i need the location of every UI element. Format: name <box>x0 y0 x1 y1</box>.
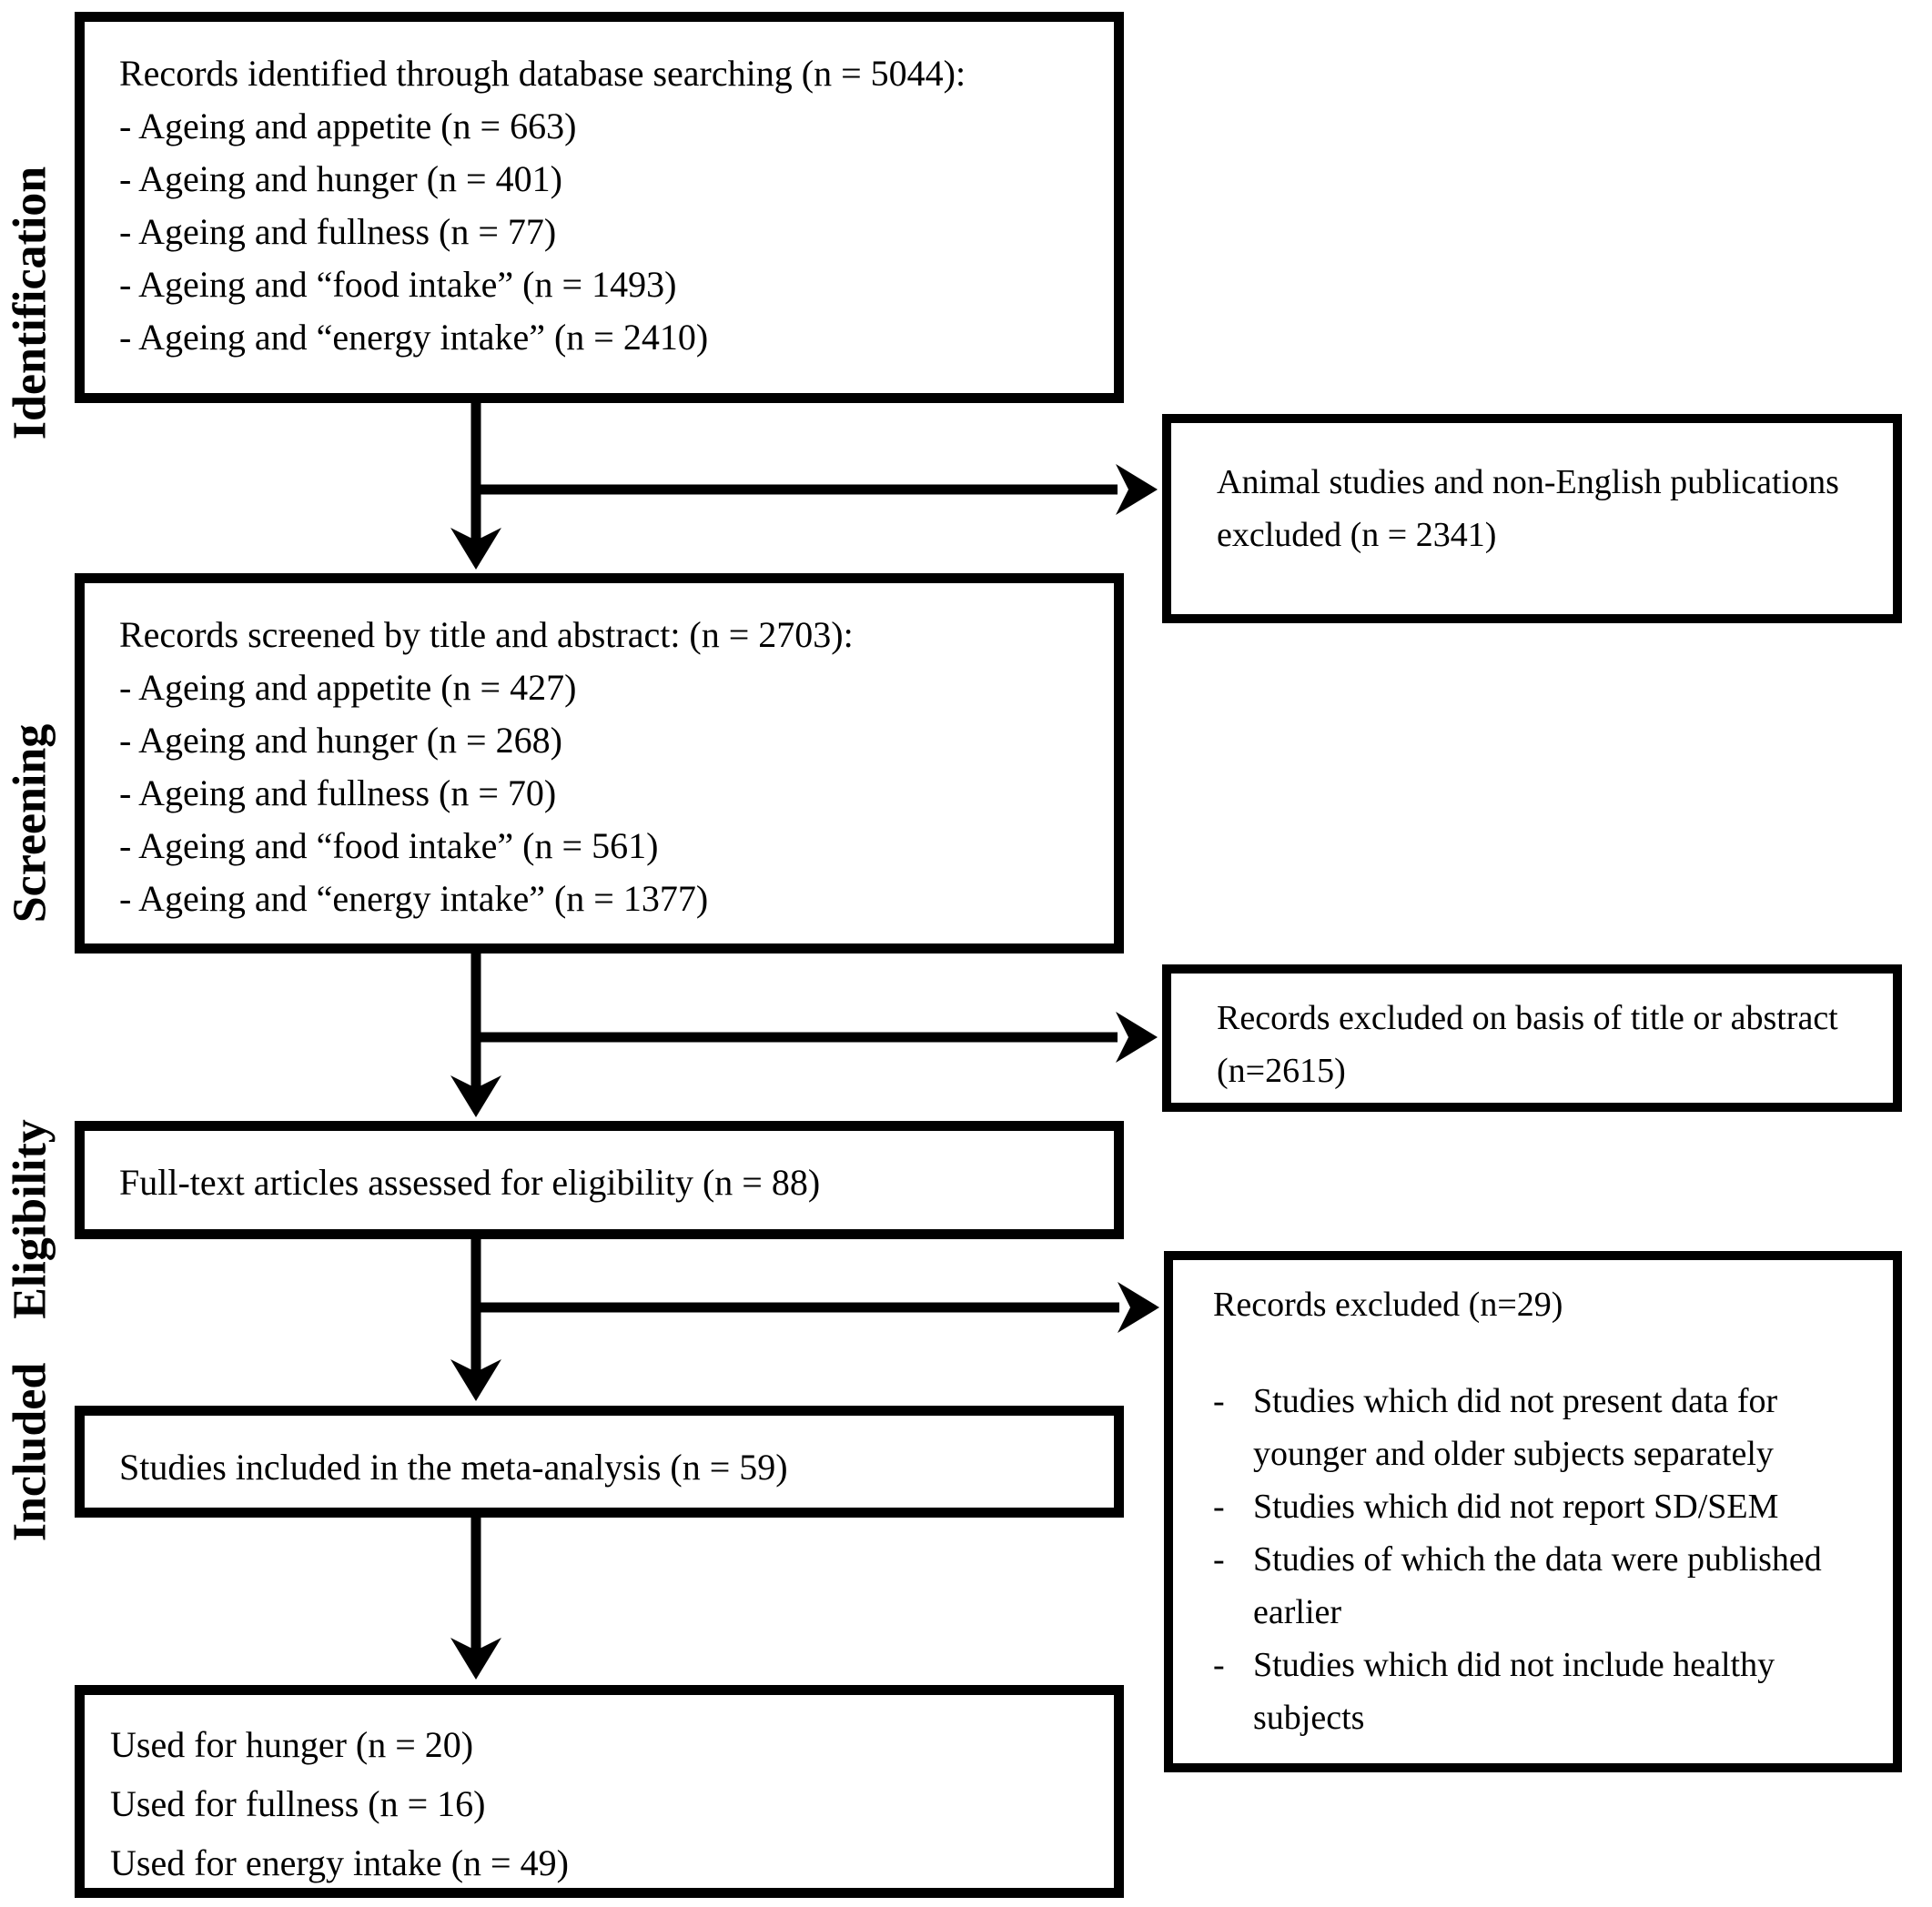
stage-label-identification: Identification <box>4 166 56 440</box>
stage-label-screening: Screening <box>4 723 56 923</box>
box-title: Records identified through database sear… <box>119 53 966 94</box>
exclusion-reason-text: Studies which did not present data for y… <box>1253 1382 1778 1473</box>
used-for-line: Used for energy intake (n = 49) <box>110 1842 569 1883</box>
exclusion-text: Records excluded on basis of title or ab… <box>1217 999 1838 1090</box>
exclusion-text: Animal studies and non-English publicati… <box>1217 463 1839 554</box>
box-animal-excluded: Animal studies and non-English publicati… <box>1162 414 1902 623</box>
exclusion-reason-text: Studies which did not report SD/SEM <box>1253 1488 1779 1526</box>
box-studies-included: Studies included in the meta-analysis (n… <box>75 1406 1124 1518</box>
box-fulltext-excluded: Records excluded (n=29) - Studies which … <box>1164 1251 1902 1772</box>
box-title: Studies included in the meta-analysis (n… <box>119 1447 788 1488</box>
box-used-for: Used for hunger (n = 20) Used for fullne… <box>75 1685 1124 1898</box>
box-records-identified: Records identified through database sear… <box>75 12 1124 403</box>
search-term-item: - Ageing and fullness (n = 70) <box>119 772 557 813</box>
search-term-item: - Ageing and “food intake” (n = 561) <box>119 825 659 866</box>
stage-label-included: Included <box>4 1362 56 1542</box>
stage-label-eligibility: Eligibility <box>4 1119 56 1319</box>
bullet-dash: - <box>1213 1382 1225 1420</box>
box-title-abstract-excluded: Records excluded on basis of title or ab… <box>1162 964 1902 1112</box>
exclusion-reason-text: Studies of which the data were published… <box>1253 1540 1822 1631</box>
used-for-line: Used for hunger (n = 20) <box>110 1724 474 1765</box>
box-records-screened: Records screened by title and abstract: … <box>75 573 1124 954</box>
search-term-item: - Ageing and “energy intake” (n = 2410) <box>119 317 709 358</box>
used-for-line: Used for fullness (n = 16) <box>110 1783 486 1824</box>
exclusion-reason: - Studies which did not report SD/SEM <box>1213 1480 1875 1533</box>
box-title: Records excluded (n=29) <box>1213 1286 1563 1324</box>
arrowhead-identified-to-screened <box>450 528 501 570</box>
search-term-item: - Ageing and fullness (n = 77) <box>119 211 557 252</box>
box-fulltext-assessed: Full-text articles assessed for eligibil… <box>75 1121 1124 1239</box>
search-term-item: - Ageing and “food intake” (n = 1493) <box>119 264 677 305</box>
exclusion-reason: - Studies of which the data were publish… <box>1213 1533 1875 1639</box>
bullet-dash: - <box>1213 1488 1225 1526</box>
exclusion-reason: - Studies which did not present data for… <box>1213 1375 1875 1480</box>
bullet-dash: - <box>1213 1540 1225 1579</box>
search-term-item: - Ageing and “energy intake” (n = 1377) <box>119 878 709 919</box>
exclusion-reason: - Studies which did not include healthy … <box>1213 1639 1875 1744</box>
search-term-item: - Ageing and appetite (n = 427) <box>119 667 577 708</box>
box-title: Records screened by title and abstract: … <box>119 614 854 655</box>
arrowhead-included-to-used <box>450 1638 501 1680</box>
bullet-dash: - <box>1213 1646 1225 1684</box>
search-term-item: - Ageing and hunger (n = 268) <box>119 720 562 761</box>
arrowhead-screened-to-fulltext <box>450 1075 501 1117</box>
arrowhead-branch-animal-excluded <box>1116 464 1158 515</box>
search-term-item: - Ageing and hunger (n = 401) <box>119 158 562 199</box>
arrowhead-fulltext-to-included <box>450 1359 501 1401</box>
arrowhead-branch-fulltext-excluded <box>1118 1282 1159 1333</box>
search-term-item: - Ageing and appetite (n = 663) <box>119 106 577 146</box>
arrowhead-branch-title-abstract-excluded <box>1116 1012 1158 1063</box>
exclusion-reason-text: Studies which did not include healthy su… <box>1253 1646 1775 1737</box>
box-title: Full-text articles assessed for eligibil… <box>119 1162 821 1203</box>
